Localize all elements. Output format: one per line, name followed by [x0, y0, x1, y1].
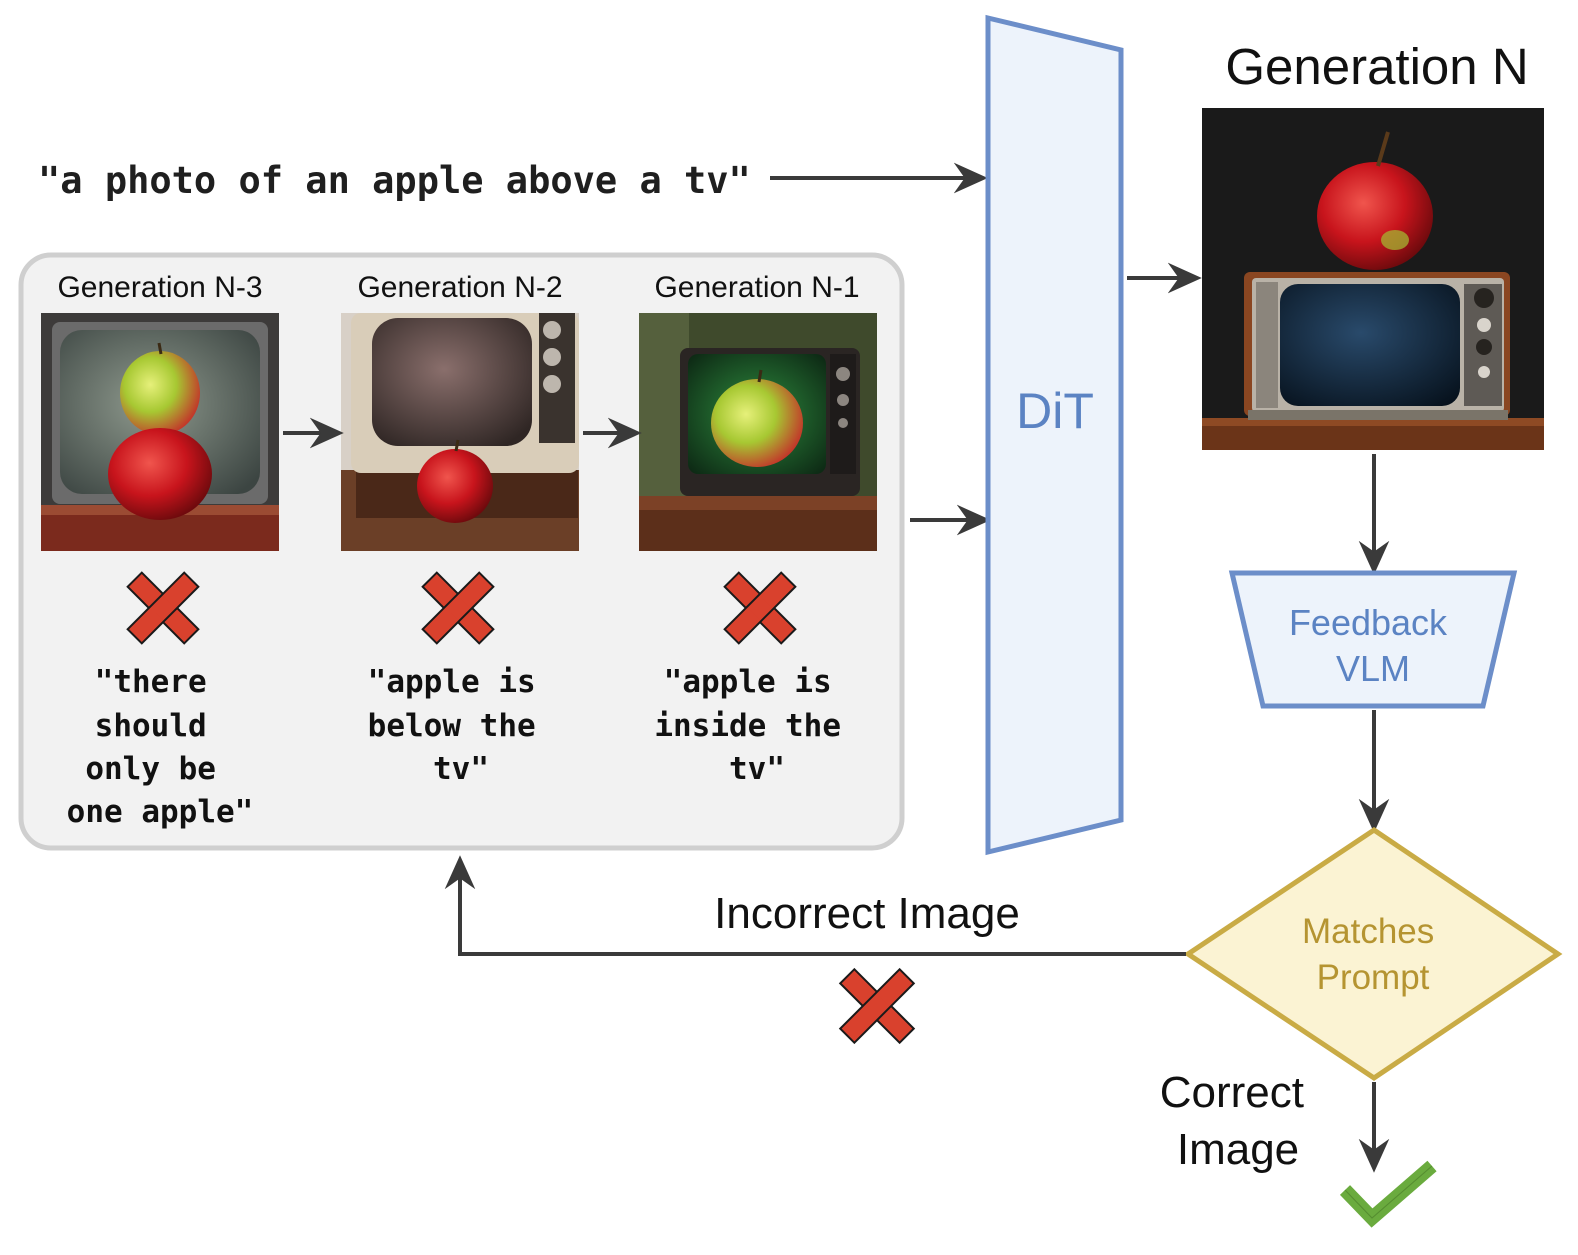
- history-title-n1: Generation N-1: [654, 271, 859, 304]
- generation-n-title: Generation N: [1225, 38, 1528, 95]
- cross-icon: [126, 571, 200, 645]
- feedback-vlm-block: [1228, 570, 1518, 709]
- generation-n-image: [1202, 108, 1544, 450]
- incorrect-path-arrow: [444, 855, 1186, 956]
- feedback-n3: "there should only be one apple": [67, 664, 254, 830]
- history-title-n2: Generation N-2: [357, 271, 562, 304]
- prompt-text: "a photo of an apple above a tv": [38, 159, 751, 202]
- generation-n3-image: [41, 313, 279, 551]
- dit-block: [985, 14, 1124, 856]
- cross-icon: [838, 967, 916, 1045]
- cross-icon: [723, 571, 797, 645]
- dit-label: DiT: [1016, 383, 1094, 439]
- feedback-n1: "apple is inside the tv": [654, 664, 859, 787]
- check-icon-outline: [1344, 1165, 1433, 1219]
- incorrect-image-label: Incorrect Image: [714, 889, 1020, 938]
- feedback-vlm-label: Feedback VLM: [1289, 602, 1457, 689]
- history-title-n3: Generation N-3: [57, 271, 262, 304]
- decision-label: Matches Prompt: [1302, 912, 1444, 997]
- check-icon: [1339, 1160, 1437, 1228]
- matches-prompt-decision: [1183, 826, 1563, 1082]
- feedback-n2: "apple is below the tv": [368, 664, 555, 787]
- generation-n1-image: [639, 313, 877, 551]
- cross-icon: [421, 571, 495, 645]
- correct-image-label: Correct Image: [1160, 1068, 1316, 1174]
- generation-n2-image: [341, 313, 579, 551]
